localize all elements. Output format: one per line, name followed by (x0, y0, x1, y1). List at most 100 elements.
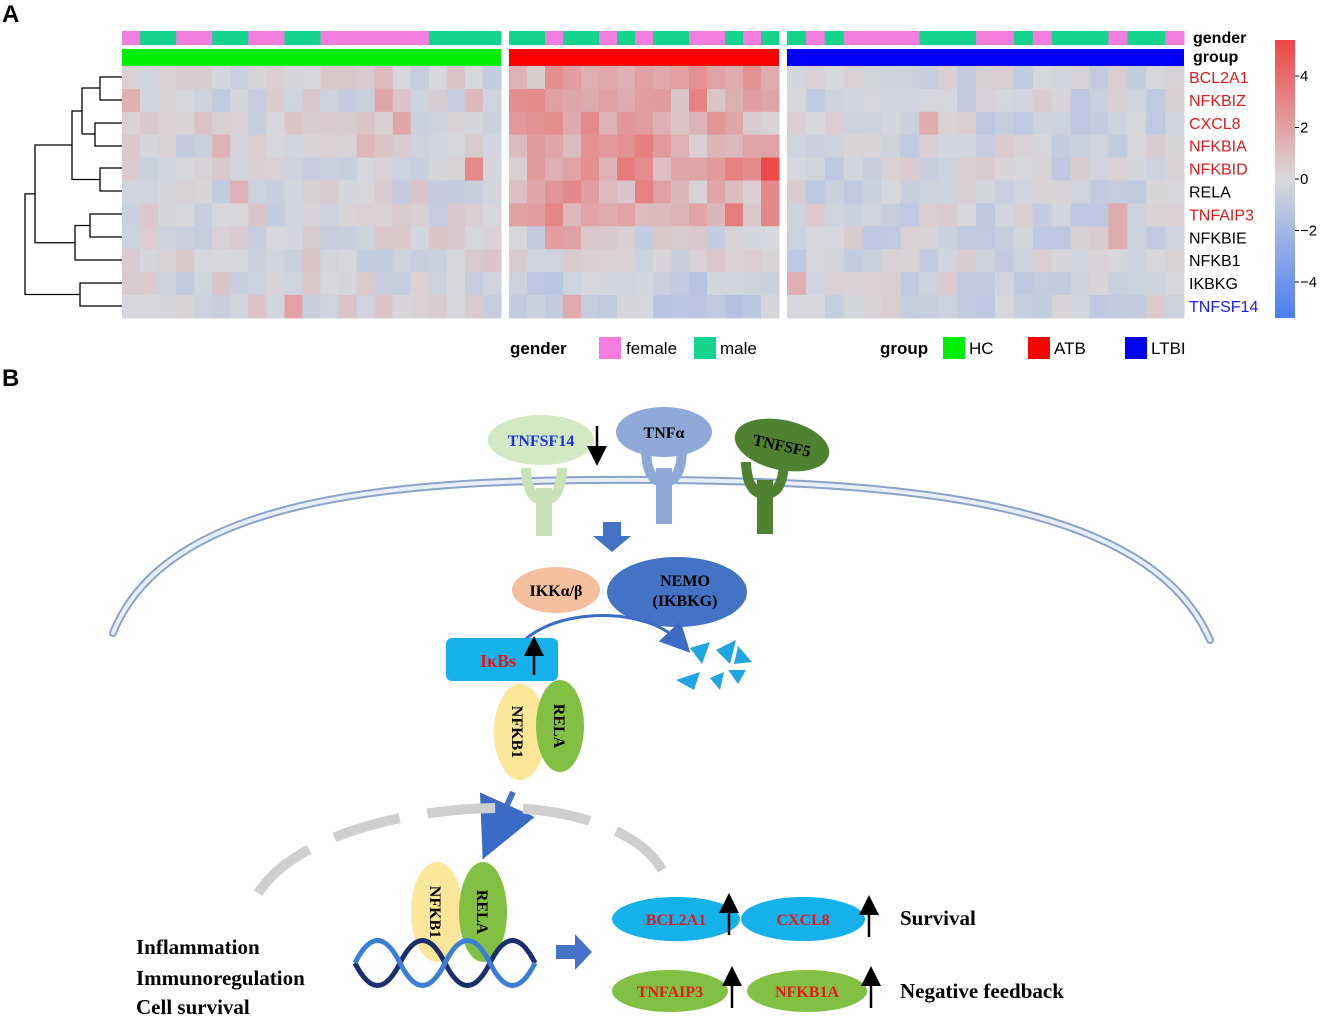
heatmap-cell (482, 203, 502, 227)
heatmap-grid (122, 66, 1185, 319)
heatmap-cell (671, 157, 690, 181)
heatmap-cell (482, 66, 502, 90)
heatmap-cell (302, 111, 322, 136)
heatmap-cell (707, 249, 726, 273)
tnfsf14-receptor (521, 467, 567, 536)
heatmap-cell (140, 203, 159, 227)
heatmap-cell (320, 249, 340, 273)
heatmap-cell (212, 88, 231, 113)
heatmap-cell (976, 88, 996, 113)
group-annotation-title: group (1193, 49, 1239, 66)
heatmap-cell (1165, 134, 1185, 159)
heatmap-cell (176, 88, 195, 113)
heatmap-cell (671, 249, 690, 273)
heatmap-cell (617, 88, 636, 113)
heatmap-cell (957, 226, 977, 250)
heatmap-cell (805, 157, 826, 181)
heatmap-cell (464, 203, 484, 227)
heatmap-cell (392, 272, 412, 296)
heatmap-cell (230, 180, 249, 204)
heatmap-cell (1165, 226, 1185, 250)
heatmap-cell (1108, 226, 1128, 250)
heatmap-cell (428, 249, 448, 273)
heatmap-cell (509, 88, 528, 113)
heatmap-cell (428, 226, 448, 250)
bcl2a1-node (612, 897, 740, 941)
heatmap-cell (464, 111, 484, 136)
heatmap-cell (824, 249, 845, 273)
heatmap-cell (446, 134, 466, 159)
gender-cell (689, 31, 708, 45)
heatmap-cell (1146, 203, 1166, 227)
heatmap-cell (843, 88, 864, 113)
heatmap-cell (881, 134, 901, 159)
heatmap-cell (1108, 134, 1128, 159)
heatmap-cell (919, 272, 939, 296)
heatmap-cell (302, 203, 322, 227)
heatmap-cell (900, 203, 920, 227)
heatmap-cell (374, 111, 394, 136)
heatmap-cell (158, 180, 177, 204)
heatmap-cell (248, 295, 267, 319)
gender-cell (976, 31, 996, 45)
gender-cell (140, 31, 159, 45)
heatmap-cell (1127, 111, 1147, 136)
heatmap-cell (1032, 295, 1053, 319)
heatmap-cell (248, 111, 267, 136)
heatmap-cell (617, 157, 636, 181)
heatmap-cell (122, 180, 141, 204)
heatmap-cell (1089, 66, 1109, 90)
heatmap-cell (122, 295, 141, 319)
heatmap-cell (230, 272, 249, 296)
gene-label-nfkbie: NFKBIE (1189, 230, 1247, 247)
tnfa-ligand: TNFα (616, 407, 712, 457)
heatmap-cell (158, 203, 177, 227)
heatmap-cell (976, 66, 996, 90)
heatmap-cell (919, 203, 939, 227)
heatmap-cell (761, 203, 780, 227)
heatmap-cell (707, 111, 726, 136)
heatmap-cell (862, 180, 883, 204)
heatmap-cell (635, 111, 654, 136)
heatmap-cell (1127, 249, 1147, 273)
heatmap-cell (464, 66, 484, 90)
heatmap-cell (527, 157, 546, 181)
heatmap-cell (689, 111, 708, 136)
heatmap-cell (392, 157, 412, 181)
heatmap-cell (938, 180, 958, 204)
gender-cell (374, 31, 394, 45)
heatmap-cell (302, 272, 322, 296)
heatmap-cell (881, 180, 901, 204)
heatmap-cell (284, 157, 303, 181)
heatmap-cell (635, 66, 654, 90)
heatmap-cell (212, 180, 231, 204)
heatmap-cell (545, 111, 564, 136)
heatmap-cell (356, 157, 376, 181)
heatmap-cell (248, 157, 267, 181)
gene-label-nfkbiz: NFKBIZ (1189, 93, 1246, 110)
heatmap-cell (1070, 134, 1090, 159)
heatmap-cell (1108, 249, 1128, 273)
transcription-arrow (556, 934, 592, 970)
heatmap-cell (881, 226, 901, 250)
heatmap-cell (1165, 295, 1185, 319)
gene-label-cxcl8: CXCL8 (1189, 116, 1241, 133)
heatmap-cell (212, 295, 231, 319)
heatmap-cell (509, 111, 528, 136)
heatmap-cell (862, 111, 883, 136)
heatmap-cell (761, 180, 780, 204)
heatmap-cell (725, 226, 744, 250)
heatmap-cell (392, 180, 412, 204)
panel-b-label: B (2, 365, 19, 392)
heatmap-cell (976, 203, 996, 227)
heatmap-cell (230, 111, 249, 136)
heatmap-cell (212, 66, 231, 90)
heatmap-cell (374, 226, 394, 250)
gene-label-nfkbid: NFKBID (1189, 162, 1248, 179)
heatmap-cell (482, 180, 502, 204)
heatmap-cell (509, 295, 528, 319)
heatmap-cell (1108, 88, 1128, 113)
heatmap-cell (302, 295, 322, 319)
heatmap-cell (1070, 66, 1090, 90)
gender-cell (707, 31, 726, 45)
